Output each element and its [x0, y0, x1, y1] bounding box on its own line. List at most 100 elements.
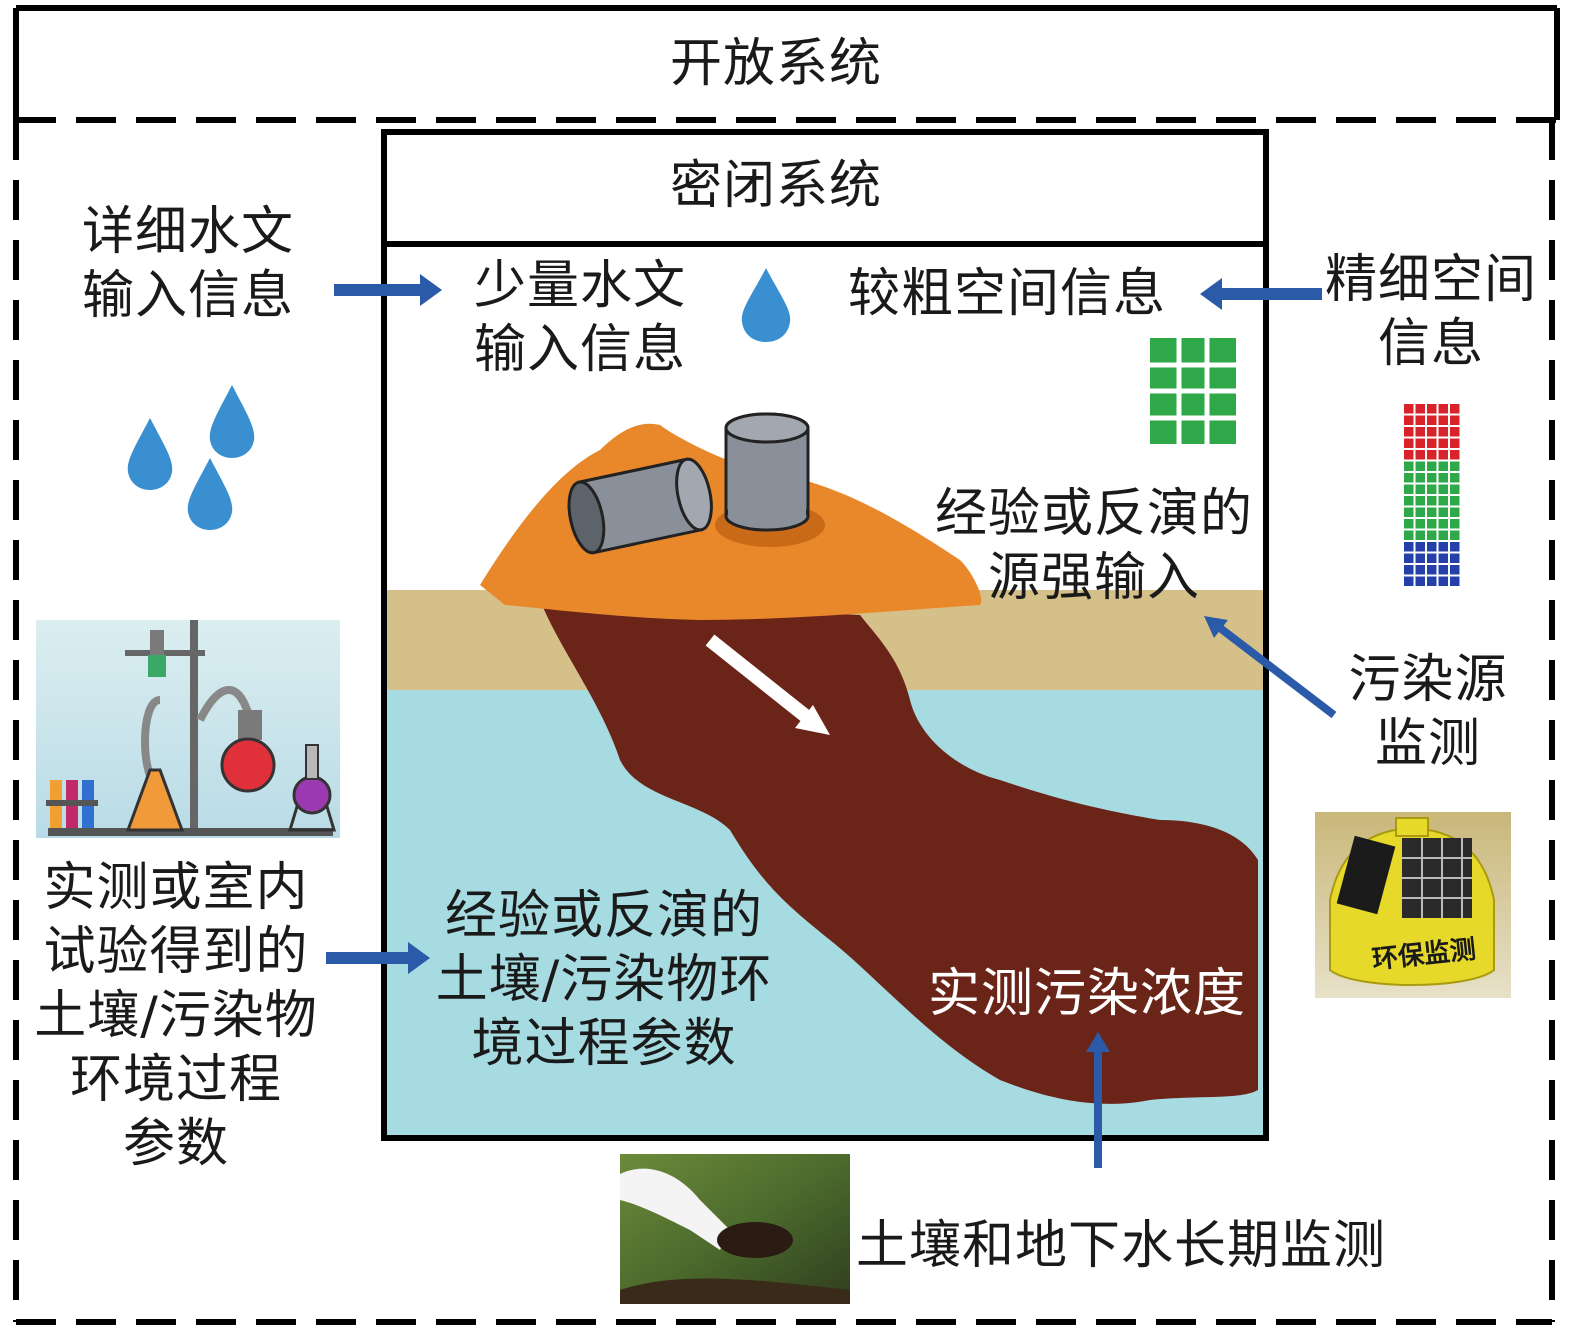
- grid-cell: [1415, 427, 1425, 437]
- grid-cell: [1438, 553, 1448, 563]
- grid-cell: [1415, 473, 1425, 483]
- grid-cell: [1404, 415, 1414, 425]
- grid-cell: [1450, 542, 1460, 552]
- grid-cell: [1404, 427, 1414, 437]
- measured-concentration-label: 实测污染浓度: [928, 964, 1247, 1024]
- barrel-icon: [724, 412, 810, 532]
- detailed-hydro-line-2: 输入信息: [81, 266, 294, 326]
- grid-cell: [1404, 484, 1414, 494]
- grid-cell: [1438, 473, 1448, 483]
- grid-cell: [1450, 519, 1460, 529]
- water-drop-icon: [127, 418, 173, 490]
- grid-cell: [1450, 415, 1460, 425]
- grid-cell: [1438, 438, 1448, 448]
- grid-cell: [1415, 415, 1425, 425]
- grid-cell: [1415, 484, 1425, 494]
- grid-cell: [1404, 507, 1414, 517]
- empirical-source-line-1: 经验或反演的: [934, 484, 1253, 544]
- grid-cell: [1427, 461, 1437, 471]
- grid-cell: [1404, 530, 1414, 540]
- water-drop-icon: [187, 458, 233, 530]
- coarse-grid-icon: [1150, 338, 1236, 444]
- grid-cell: [1450, 427, 1460, 437]
- grid-cell: [1438, 519, 1448, 529]
- water-drop-icon: [209, 385, 255, 458]
- grid-cell: [1450, 496, 1460, 506]
- empirical-params-line-2: 土壤/污染物环: [435, 950, 773, 1010]
- grid-cell: [1450, 530, 1460, 540]
- long-term-monitoring-label: 土壤和地下水长期监测: [856, 1216, 1387, 1276]
- measured-params-label: 实测或室内 试验得到的 土壤/污染物 环境过程 参数: [26, 856, 326, 1176]
- grid-cell: [1404, 496, 1414, 506]
- grid-cell: [1415, 542, 1425, 552]
- grid-cell: [1450, 553, 1460, 563]
- grid-cell: [1438, 415, 1448, 425]
- closed-system-title: 密闭系统: [670, 156, 883, 216]
- grid-cell: [1450, 484, 1460, 494]
- grid-cell: [1427, 427, 1437, 437]
- limited-hydro-line-1: 少量水文: [473, 256, 686, 316]
- fine-spatial-line-2: 信息: [1377, 314, 1484, 374]
- grid-cell: [1438, 404, 1448, 414]
- grid-cell: [1404, 473, 1414, 483]
- grid-cell: [1404, 542, 1414, 552]
- grid-cell: [1450, 438, 1460, 448]
- grid-cell: [1415, 450, 1425, 460]
- fine-grid-icon: [1404, 404, 1460, 586]
- pollution-source-line-2: 监测: [1374, 714, 1481, 774]
- limited-hydro-line-2: 输入信息: [473, 320, 686, 380]
- grid-cell: [1450, 404, 1460, 414]
- empirical-source-label: 经验或反演的 源强输入: [924, 482, 1264, 610]
- grid-cell: [1427, 484, 1437, 494]
- pollution-source-line-1: 污染源: [1348, 650, 1508, 710]
- grid-cell: [1438, 461, 1448, 471]
- grid-cell: [1415, 507, 1425, 517]
- grid-cell: [1404, 553, 1414, 563]
- grid-cell: [1427, 404, 1437, 414]
- empirical-params-line-1: 经验或反演的: [444, 886, 763, 946]
- contaminant-plume: [540, 600, 1258, 1104]
- grid-cell: [1415, 519, 1425, 529]
- grid-cell: [1427, 507, 1437, 517]
- grid-cell: [1404, 438, 1414, 448]
- soil-sampling-photo: [620, 1154, 850, 1304]
- empirical-params-line-3: 境过程参数: [471, 1014, 737, 1074]
- grid-cell: [1438, 450, 1448, 460]
- lab-equipment-icon: [36, 620, 340, 838]
- grid-cell: [1438, 530, 1448, 540]
- tipped-barrel-icon: [567, 457, 713, 555]
- grid-cell: [1427, 450, 1437, 460]
- grid-cell: [1415, 461, 1425, 471]
- grid-cell: [1450, 565, 1460, 575]
- flow-arrow: [705, 634, 830, 735]
- grid-cell: [1404, 461, 1414, 471]
- grid-cell: [1404, 565, 1414, 575]
- grid-cell: [1450, 576, 1460, 586]
- grid-cell: [1415, 576, 1425, 586]
- grid-cell: [1438, 427, 1448, 437]
- measured-params-line-2: 试验得到的: [43, 922, 309, 982]
- grid-cell: [1450, 507, 1460, 517]
- grid-cell: [1415, 496, 1425, 506]
- grid-cell: [1427, 576, 1437, 586]
- detailed-hydro-label: 详细水文 输入信息: [70, 200, 306, 328]
- grid-cell: [1404, 519, 1414, 529]
- grid-cell: [1415, 404, 1425, 414]
- grid-cell: [1450, 450, 1460, 460]
- grid-cell: [1438, 507, 1448, 517]
- grid-cell: [1427, 530, 1437, 540]
- grid-cell: [1427, 519, 1437, 529]
- grid-cell: [1438, 565, 1448, 575]
- open-system-title: 开放系统: [670, 34, 883, 94]
- closed-system-box: [381, 129, 1269, 1141]
- detailed-hydro-line-1: 详细水文: [81, 202, 294, 262]
- grid-cell: [1438, 576, 1448, 586]
- empirical-source-line-2: 源强输入: [987, 548, 1200, 608]
- grid-cell: [1415, 553, 1425, 563]
- grid-cell: [1438, 496, 1448, 506]
- grid-cell: [1427, 496, 1437, 506]
- coarse-spatial-label: 较粗空间信息: [848, 264, 1167, 324]
- rain-drops: [127, 385, 255, 530]
